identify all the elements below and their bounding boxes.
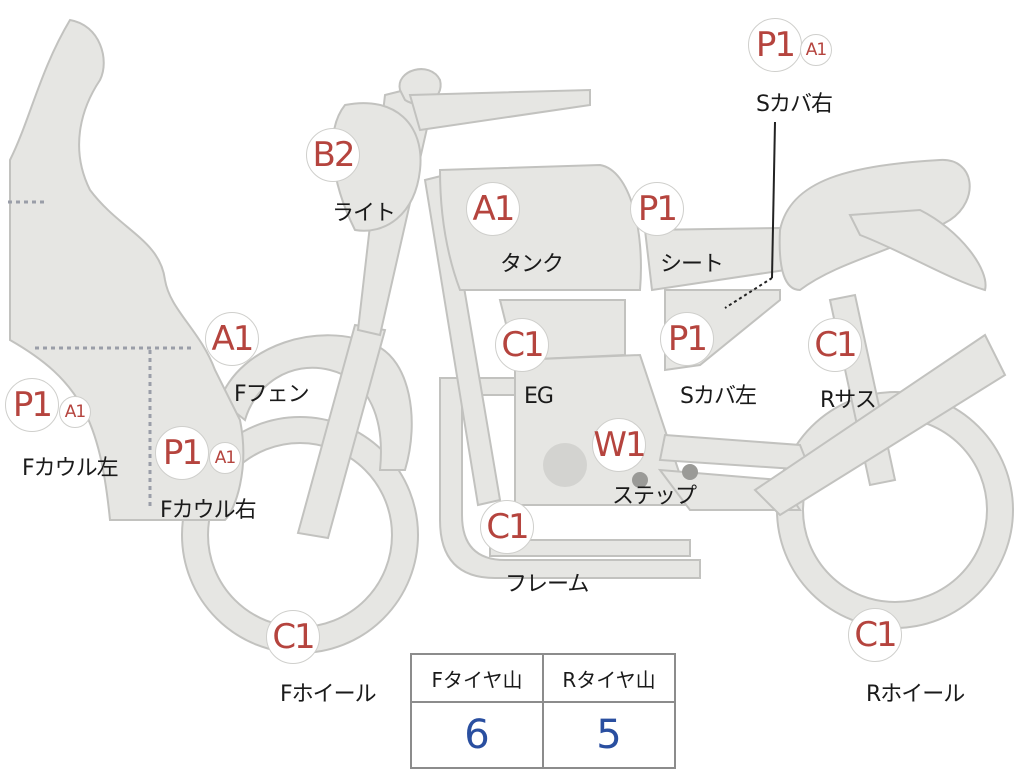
code-circle: C1 bbox=[266, 610, 320, 664]
code-circle: P1 bbox=[5, 378, 59, 432]
code-circle: A1 bbox=[466, 182, 520, 236]
part-label: ライト bbox=[332, 201, 396, 226]
part-label: Fカウル左 bbox=[22, 456, 119, 481]
frame-shape bbox=[439, 377, 701, 579]
code-circle: C1 bbox=[480, 500, 534, 554]
part-label: Sカバ右 bbox=[756, 92, 833, 117]
code-circle: B2 bbox=[306, 128, 360, 182]
rear-tire-header: Rタイヤ山 bbox=[542, 653, 676, 703]
code-circle: C1 bbox=[495, 318, 549, 372]
front-cowl-shape bbox=[9, 18, 245, 521]
part-label: シート bbox=[660, 252, 724, 277]
code-circle-small: A1 bbox=[209, 442, 241, 474]
code-circle-small: A1 bbox=[800, 34, 832, 66]
code-circle: P1 bbox=[630, 182, 684, 236]
code-circle: C1 bbox=[808, 318, 862, 372]
code-circle: P1 bbox=[155, 426, 209, 480]
code-circle: C1 bbox=[848, 608, 902, 662]
swing-arm-shape bbox=[753, 333, 1007, 517]
part-label: ステップ bbox=[612, 484, 697, 509]
part-label: フレーム bbox=[505, 572, 589, 597]
code-circle: A1 bbox=[205, 312, 259, 366]
part-label: タンク bbox=[500, 252, 564, 277]
code-circle-small: A1 bbox=[59, 396, 91, 428]
front-tire-header: Fタイヤ山 bbox=[410, 653, 544, 703]
part-label: Fフェン bbox=[234, 382, 310, 407]
code-circle: P1 bbox=[660, 312, 714, 366]
part-label: Fカウル右 bbox=[160, 498, 257, 523]
part-label: Rサス bbox=[820, 388, 877, 413]
code-circle: P1 bbox=[748, 18, 802, 72]
part-label: Fホイール bbox=[280, 682, 377, 707]
part-label: Rホイール bbox=[866, 682, 965, 707]
code-circle: W1 bbox=[592, 418, 647, 472]
part-label: EG bbox=[524, 384, 554, 409]
part-label: Sカバ左 bbox=[680, 384, 757, 409]
front-tire-value: 6 bbox=[410, 701, 544, 769]
rear-tire-value: 5 bbox=[542, 701, 676, 769]
tire-tread-table: Fタイヤ山 Rタイヤ山 6 5 bbox=[410, 653, 676, 769]
